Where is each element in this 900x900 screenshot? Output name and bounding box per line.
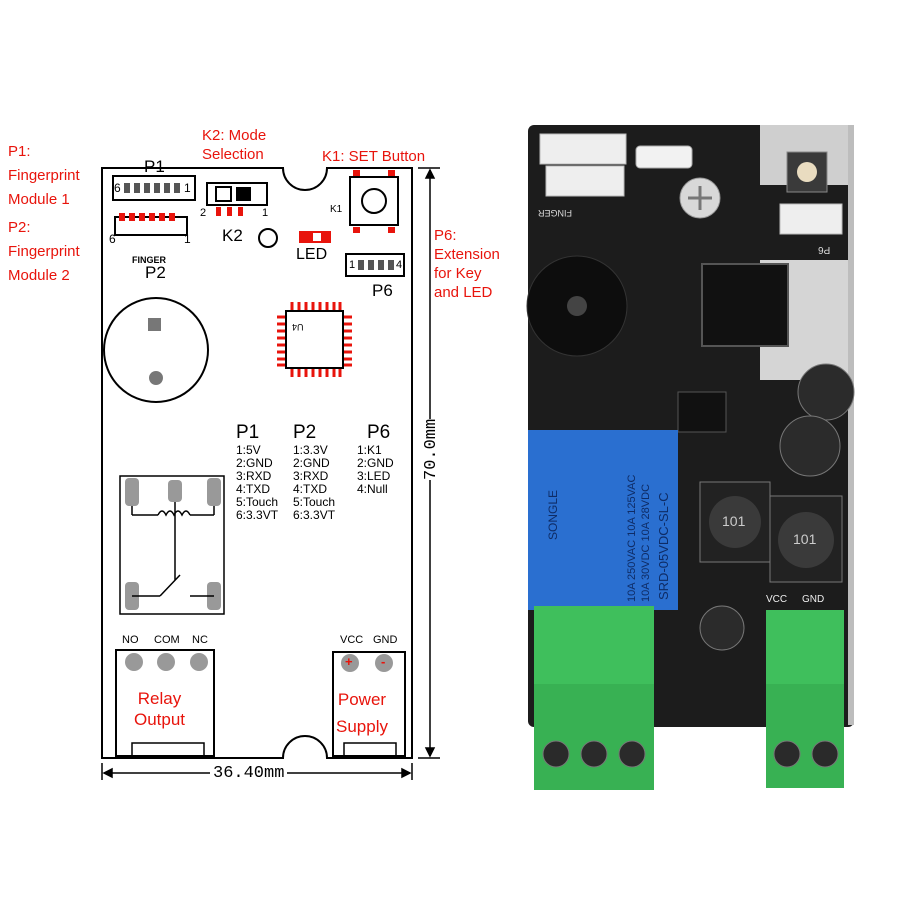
p2-pin-6: 6 <box>109 232 116 246</box>
power-vcc: VCC <box>340 634 364 646</box>
pin-row: 3:RXD <box>236 469 272 483</box>
p2-pin-1: 1 <box>184 232 191 246</box>
p1-pin-1: 1 <box>184 181 191 195</box>
pin-row: 1:5V <box>236 443 261 457</box>
pin-row: 3:LED <box>357 469 391 483</box>
pin-table-p6-title: P6 <box>367 422 391 443</box>
capacitor-2 <box>779 415 841 477</box>
p2-annotation: P2: Fingerprint Module 2 <box>8 219 80 284</box>
k2-hole <box>258 228 278 248</box>
finger-silkscreen: FINGER <box>538 208 573 218</box>
pin-row: 1:3.3V <box>293 443 328 457</box>
capacitor-1 <box>797 363 855 421</box>
k1-annotation: K1: SET Button <box>322 148 426 165</box>
power-plus: + <box>345 654 353 669</box>
pin-row: 2:GND <box>357 456 394 470</box>
relay-no: NO <box>122 634 139 646</box>
relay-output-label: Relay Output <box>134 689 186 729</box>
pin-row: 5:Touch <box>293 495 336 509</box>
p6-annotation: P6: Extension for Key and LED <box>434 227 500 301</box>
p6-silkscreen: P6 <box>818 244 831 255</box>
pin-row: 2:GND <box>236 456 273 470</box>
relay-com: COM <box>154 634 180 646</box>
relay-nc: NC <box>192 634 208 646</box>
pin-row: 4:Null <box>357 482 388 496</box>
relay-spec-1: 10A 250VAC 10A 125VAC <box>626 474 638 602</box>
k2-pin-1: 1 <box>262 207 269 219</box>
p1-label: P1 <box>144 157 165 176</box>
power-supply-label: Power Supply <box>336 690 388 736</box>
p6-pin-1: 1 <box>349 259 356 271</box>
finger-label: FINGER <box>132 255 167 265</box>
p6-socket <box>779 203 843 235</box>
relay-spec-2: 10A 30VDC 10A 28VDC <box>640 483 652 602</box>
p1-connector <box>112 175 196 201</box>
pin-row: 4:TXD <box>293 482 328 496</box>
pin-row: 6:3.3VT <box>293 508 336 522</box>
pin-table-p2-title: P2 <box>293 422 317 443</box>
power-minus: - <box>381 654 386 669</box>
pin-row: 1:K1 <box>357 443 382 457</box>
height-dimension: 70.0mm <box>422 418 441 480</box>
k1-button <box>349 176 399 226</box>
k1-label: K1 <box>330 204 343 215</box>
u4-chip <box>277 302 352 377</box>
pin-row: 4:TXD <box>236 482 271 496</box>
k2-annotation: K2: Mode Selection <box>202 127 267 163</box>
p1-pin-6: 6 <box>114 181 121 195</box>
power-gnd: GND <box>373 634 398 646</box>
p6-pin-4: 4 <box>396 259 403 271</box>
gnd-silkscreen: GND <box>802 594 825 605</box>
p6-label: P6 <box>372 281 393 300</box>
inductor-2-label: 101 <box>793 531 817 547</box>
led-label: LED <box>296 246 328 263</box>
mcu-chip <box>701 263 789 347</box>
vcc-silkscreen: VCC <box>766 594 788 605</box>
pin-row: 3:RXD <box>293 469 329 483</box>
relay-terminal-block <box>534 606 654 684</box>
width-dimension: 36.40mm <box>210 764 288 783</box>
k2-switch <box>206 182 268 206</box>
k2-label: K2 <box>222 226 243 245</box>
pin-table-p1: P1 1:5V 2:GND 3:RXD 4:TXD 5:Touch 6:3.3V… <box>236 422 278 522</box>
board-outline <box>101 167 413 759</box>
relay-model: SRD-05VDC-SL-C <box>656 492 671 600</box>
p1-annotation: P1: Fingerprint Module 1 <box>8 143 80 208</box>
buzzer <box>103 297 209 403</box>
p2-label: P2 <box>145 263 166 282</box>
pin-table-p1-title: P1 <box>236 422 260 443</box>
pin-table-p6: P6 1:K1 2:GND 3:LED 4:Null <box>357 422 394 496</box>
pin-table-p2: P2 1:3.3V 2:GND 3:RXD 4:TXD 5:Touch 6:3.… <box>293 422 335 522</box>
pin-row: 6:3.3VT <box>236 508 279 522</box>
u4-label: U4 <box>292 322 304 332</box>
k2-pin-2: 2 <box>200 207 207 219</box>
p1-socket <box>539 133 627 165</box>
p2-socket <box>545 165 625 197</box>
power-terminal-block <box>766 610 844 684</box>
p6-connector <box>345 253 405 277</box>
relay-brand: SONGLE <box>546 489 560 540</box>
relay-component <box>528 430 678 610</box>
inductor-1-label: 101 <box>722 513 746 529</box>
relay-schematic <box>119 475 225 615</box>
pin-row: 2:GND <box>293 456 330 470</box>
pin-row: 5:Touch <box>236 495 279 509</box>
